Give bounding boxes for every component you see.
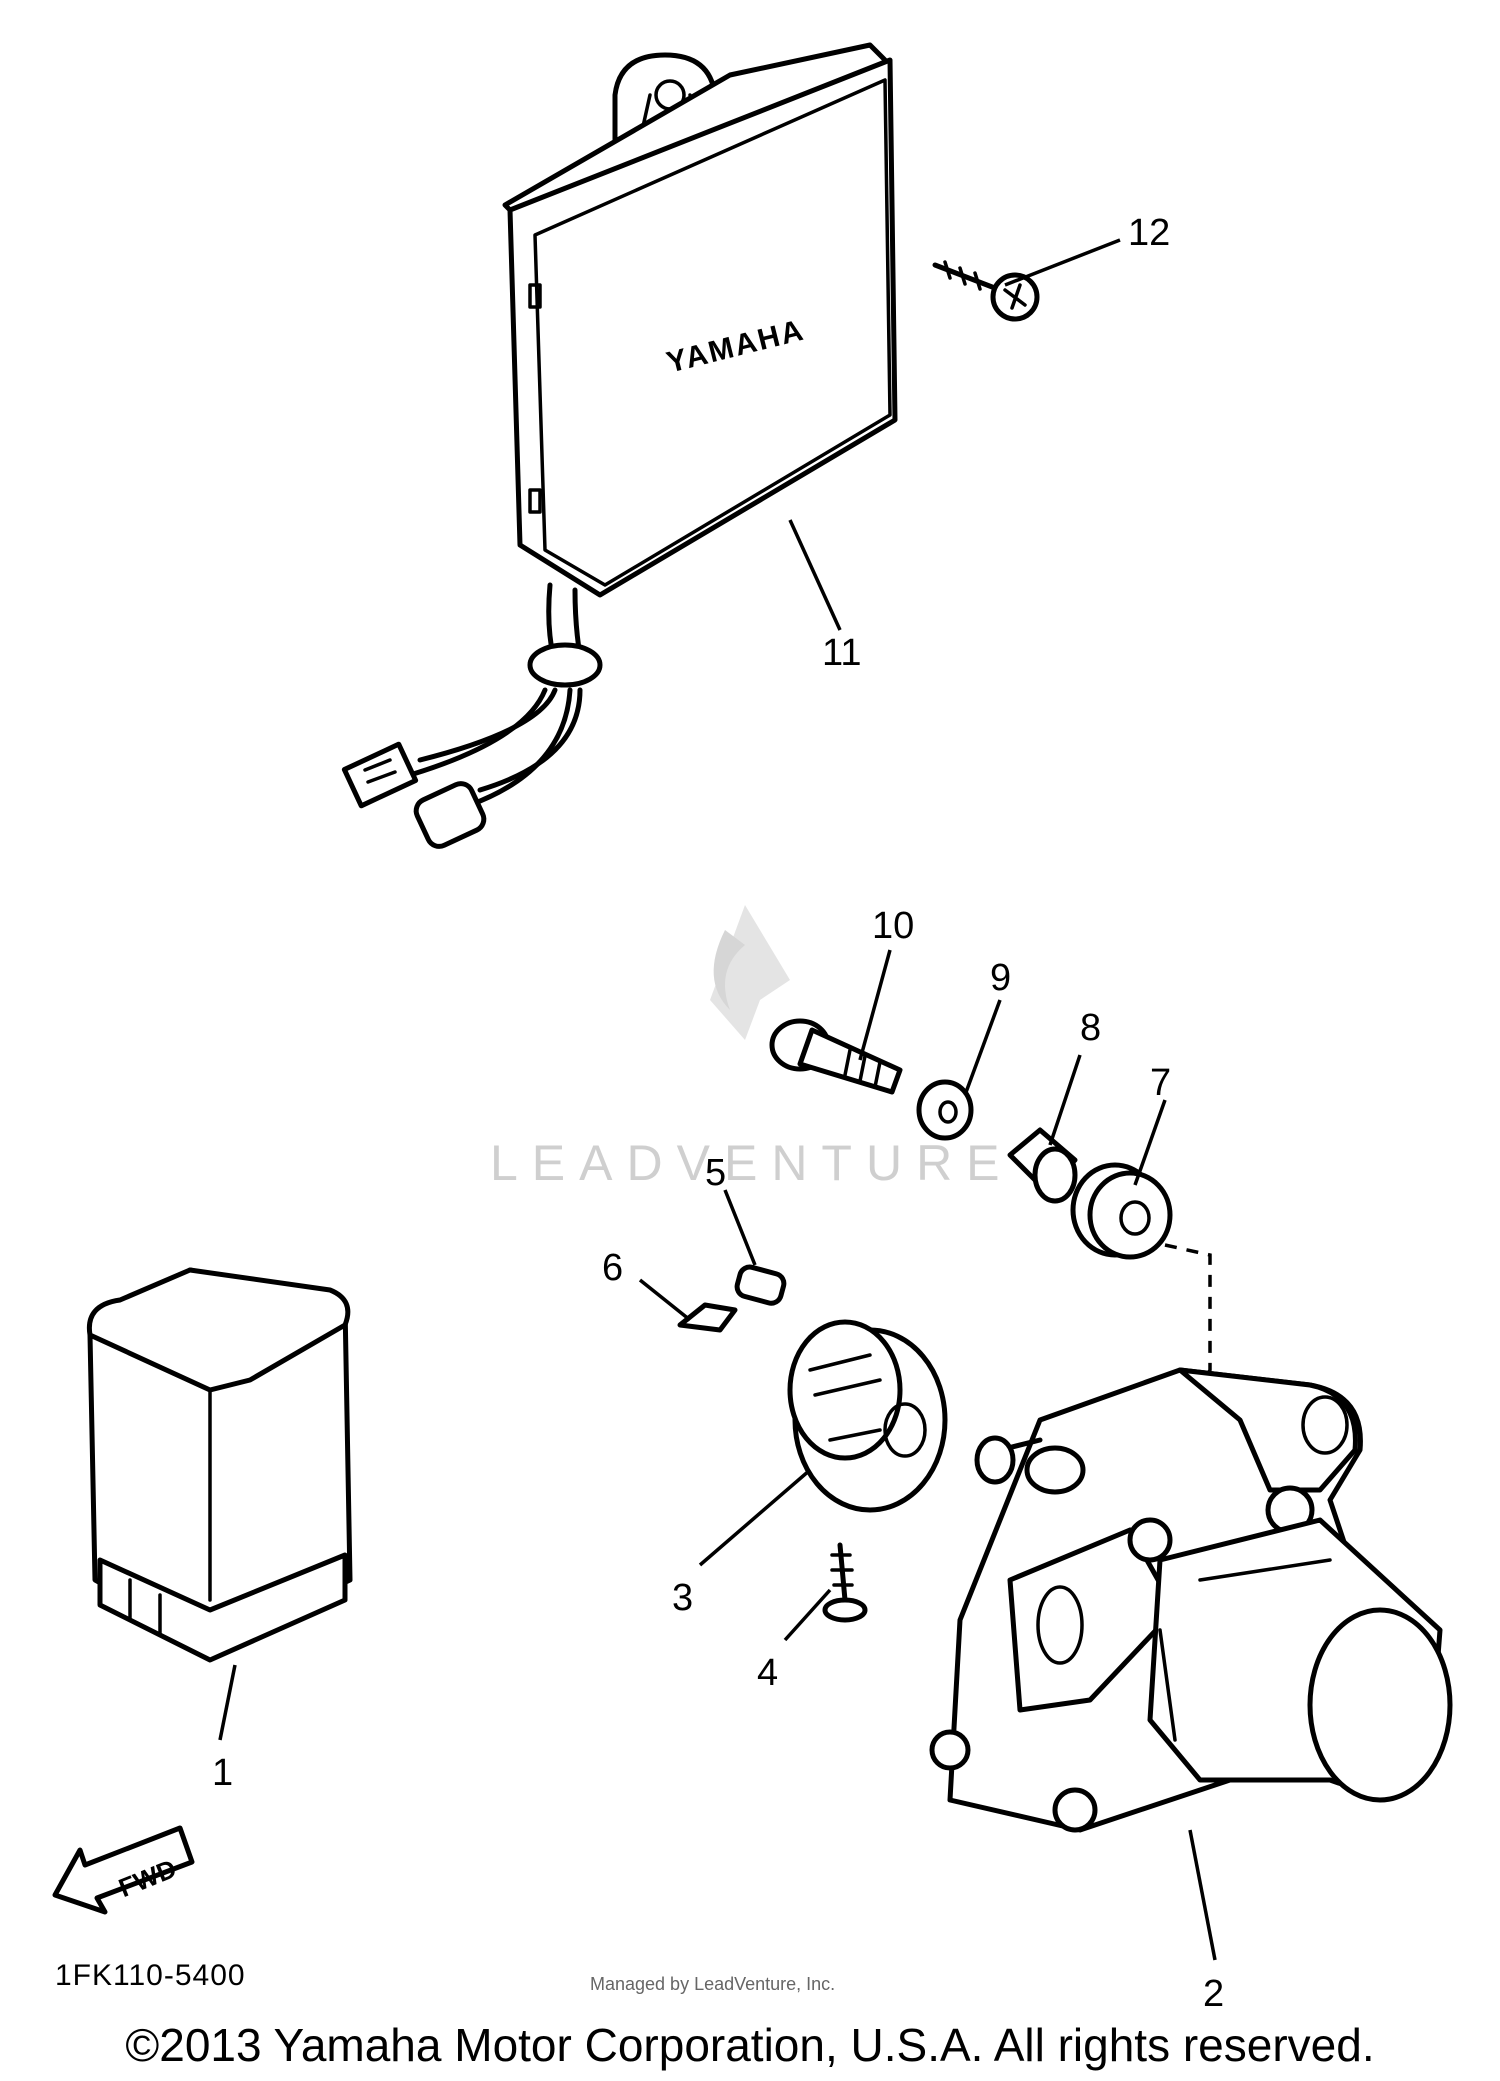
- fwd-arrow: FWD: [52, 1825, 195, 1915]
- bolt-part-10: [769, 1018, 903, 1095]
- callout-8: 8: [1080, 1007, 1101, 1049]
- washer-part-9: [916, 1079, 974, 1141]
- callout-10: 10: [872, 905, 914, 947]
- callout-2: 2: [1203, 1973, 1224, 2015]
- watermark: LEADVENTURE Managed by LeadVenture, Inc.: [490, 905, 1014, 1994]
- callout-4: 4: [757, 1652, 778, 1694]
- callout-6: 6: [602, 1247, 623, 1289]
- callout-7: 7: [1150, 1062, 1171, 1104]
- pin-part-5: [734, 1264, 787, 1306]
- callout-11: 11: [822, 632, 861, 674]
- callout-3: 3: [672, 1577, 693, 1619]
- copyright-notice: ©2013 Yamaha Motor Corporation, U.S.A. A…: [125, 2019, 1375, 2071]
- leader-lines: [218, 238, 1217, 1961]
- module-part-11: YAMAHA: [341, 42, 898, 849]
- screw-part-4: [822, 1542, 868, 1623]
- callout-5: 5: [705, 1152, 726, 1194]
- callout-1: 1: [212, 1752, 233, 1794]
- collar-part-8: [1007, 1127, 1078, 1204]
- part-code: 1FK110-5400: [55, 1959, 246, 1992]
- callout-12: 12: [1128, 212, 1170, 254]
- watermark-text: LEADVENTURE: [490, 1135, 1014, 1191]
- grommet-part-7: [1070, 1162, 1212, 1401]
- cam-part-3: [787, 1319, 948, 1513]
- callout-9: 9: [990, 957, 1011, 999]
- relay-part-1: [86, 1267, 353, 1663]
- actuator-part-2: [929, 1367, 1453, 1833]
- callouts: 1 2 3 4 5 6 7 8 9 10 11 12: [212, 212, 1224, 2015]
- watermark-subtext: Managed by LeadVenture, Inc.: [590, 1974, 835, 1994]
- screw-part-12: [932, 260, 1040, 322]
- clip-part-6: [677, 1302, 738, 1333]
